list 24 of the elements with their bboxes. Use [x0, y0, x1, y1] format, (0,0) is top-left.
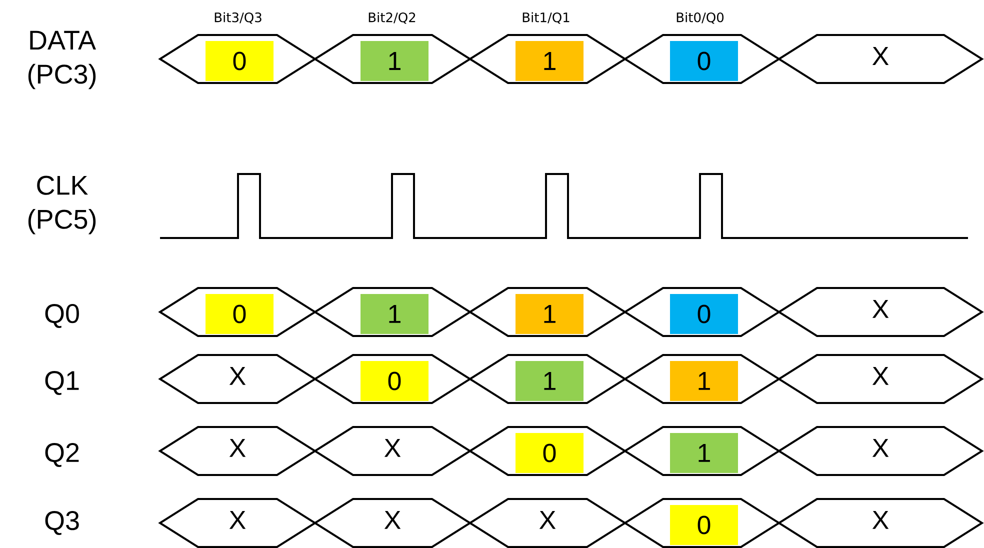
- signal-label: Q1: [45, 371, 79, 395]
- bit-value-box: 1: [516, 361, 584, 401]
- bit-value-box: 0: [670, 294, 738, 334]
- bit-value-box: 1: [670, 361, 738, 401]
- signal-label: Q2: [45, 443, 79, 467]
- signal-label: CLK (PC5): [28, 176, 96, 234]
- bit-value-box: 0: [670, 505, 738, 545]
- bit-value-box: 0: [206, 41, 274, 81]
- bit-value-box: 0: [516, 433, 584, 473]
- bit-label: Bit2/Q2: [368, 12, 416, 24]
- bit-value-box: 0: [360, 361, 428, 401]
- bit-value-box: 1: [670, 433, 738, 473]
- bit-label: Bit0/Q0: [676, 12, 724, 24]
- bit-value-box: 1: [360, 41, 428, 81]
- bit-label: Bit1/Q1: [522, 12, 570, 24]
- bit-value-box: 0: [206, 294, 274, 334]
- bit-value-box: 1: [516, 41, 584, 81]
- bit-label: Bit3/Q3: [214, 12, 262, 24]
- bit-value-box: 1: [360, 294, 428, 334]
- signal-label: Q3: [45, 511, 79, 535]
- signal-label: DATA (PC3): [28, 30, 96, 90]
- bit-value-box: 0: [670, 41, 738, 81]
- bit-value-box: 1: [516, 294, 584, 334]
- signal-label: Q0: [45, 304, 79, 328]
